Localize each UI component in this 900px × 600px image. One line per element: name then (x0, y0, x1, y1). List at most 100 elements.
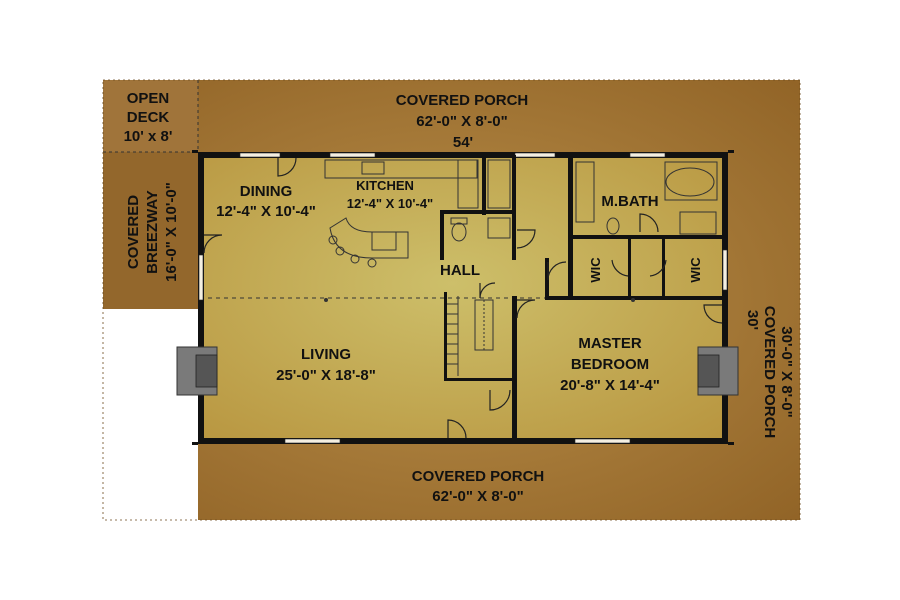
door-swing (516, 229, 536, 249)
window (514, 152, 556, 158)
door-swing (639, 213, 659, 233)
breezeway-label: COVERED (125, 195, 142, 269)
living-size: 25'-0" X 18'-8" (276, 367, 376, 384)
log-corner (728, 442, 734, 445)
kitchen-size: 12'-4" X 10'-4" (347, 196, 433, 211)
open-deck-label-2: DECK (127, 109, 170, 126)
wall-right (722, 152, 728, 444)
master-label: MASTER (578, 335, 642, 352)
open-deck-area (103, 80, 198, 152)
cooktop (371, 231, 397, 251)
door-swing (479, 282, 496, 299)
open-deck-size: 10' x 8' (124, 128, 173, 145)
tub-surround (664, 161, 718, 201)
interior-walls (440, 155, 722, 442)
wall-top (198, 152, 728, 158)
stool (350, 254, 360, 264)
log-corner (728, 150, 734, 153)
porch-top-label: COVERED PORCH (396, 92, 529, 109)
room-labels: OPEN DECK 10' x 8' COVERED PORCH 62'-0" … (124, 90, 795, 505)
door-swing (277, 157, 297, 177)
wall-bath2 (440, 210, 515, 214)
wall-bath-left (568, 155, 573, 300)
stool (328, 235, 338, 245)
wall-kitchen-right (482, 155, 486, 215)
kitchen-island (329, 217, 409, 259)
porch-right-label: COVERED PORCH (761, 306, 778, 439)
wall-closets-top (570, 235, 722, 239)
wic-right-label: WIC (688, 257, 703, 283)
stool (367, 258, 377, 268)
door-swing (447, 419, 467, 439)
dining-size: 12'-4" X 10'-4" (216, 203, 316, 220)
window (239, 152, 281, 158)
porch-bottom-label: COVERED PORCH (412, 468, 545, 485)
log-corner (192, 150, 198, 153)
window (198, 254, 204, 301)
refrigerator (487, 159, 511, 209)
vanity-master (575, 161, 595, 223)
staircase (447, 296, 494, 376)
kitchen-label: KITCHEN (356, 178, 414, 193)
wall-hall-right (545, 258, 549, 300)
exterior-walls (192, 150, 734, 445)
porch-bottom-size: 62'-0" X 8'-0" (432, 488, 523, 505)
wall-closet-bottom (487, 378, 515, 381)
mbath-label: M.BATH (601, 193, 658, 210)
living-label: LIVING (301, 346, 351, 363)
hall-label: HALL (440, 262, 480, 279)
wall-stair-bottom (444, 378, 489, 381)
window (574, 438, 631, 444)
master-size: 20'-8" X 14'-4" (560, 377, 660, 394)
door-swing (611, 259, 629, 277)
toilet-master (606, 217, 620, 235)
wall-stair-left (444, 292, 447, 380)
window (629, 152, 666, 158)
log-corner (192, 442, 198, 445)
window (722, 249, 728, 291)
light-fixture (631, 298, 635, 302)
dining-label: DINING (240, 183, 293, 200)
door-swing (649, 259, 667, 277)
wall-wic-divider (628, 238, 631, 298)
open-deck-label: OPEN (127, 90, 170, 107)
kitchen-counter (324, 159, 478, 179)
door-swing (516, 299, 536, 319)
door-swing (203, 234, 223, 254)
wall-closets-bottom (548, 296, 722, 300)
wall-bath2-left (440, 210, 444, 260)
breezeway-label-2: BREEZWAY (144, 190, 161, 274)
door-swing (547, 261, 567, 281)
toilet-tank (450, 217, 468, 225)
kitchen-counter-side (457, 159, 479, 209)
porch-edge (102, 79, 801, 521)
window (284, 438, 341, 444)
door-swing (489, 389, 511, 411)
fireplace-master-firebox (697, 354, 720, 388)
wall-bottom (198, 438, 728, 444)
light-fixture (324, 298, 328, 302)
wall-bath2-right (512, 155, 516, 260)
fireplace-living-firebox (195, 354, 218, 388)
stool (335, 246, 345, 256)
wall-bed-left (512, 296, 517, 442)
shower (679, 211, 717, 235)
porch-right-size: 30'-0" X 8'-0" (778, 326, 795, 417)
yard-notch (100, 309, 198, 524)
vanity (487, 217, 511, 239)
window (329, 152, 376, 158)
door-swing (703, 304, 723, 324)
breezeway-size: 16'-0" X 10'-0" (163, 182, 180, 282)
wic-left-label: WIC (588, 257, 603, 283)
fireplaces (176, 346, 739, 396)
porch-top-size: 62'-0" X 8'-0" (416, 113, 507, 130)
master-label-2: BEDROOM (571, 356, 649, 373)
depth-dimension: 30' (744, 310, 761, 330)
breezeway-area (103, 152, 198, 309)
toilet (451, 222, 467, 242)
width-dimension: 54' (453, 134, 473, 151)
fixtures (203, 157, 723, 439)
bathtub (665, 167, 715, 197)
sink (361, 161, 385, 175)
